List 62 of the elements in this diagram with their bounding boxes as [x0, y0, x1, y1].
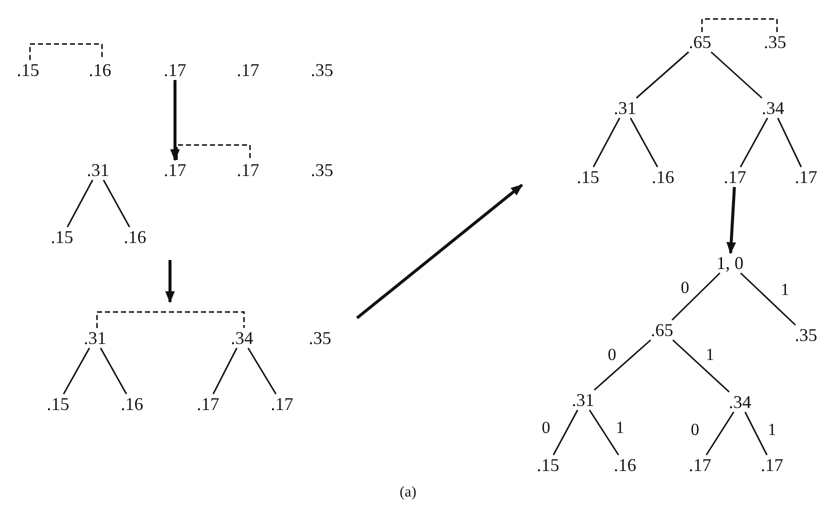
tree-branch-line [66, 180, 94, 228]
tree-branch-line [672, 339, 730, 393]
tree-node-value: .17 [236, 160, 260, 180]
tree-branch-line [740, 272, 796, 326]
tree-node-value: .34 [728, 392, 752, 412]
tree-node-value: .31 [86, 160, 110, 180]
tree-node-value: .16 [612, 455, 638, 475]
arrow [170, 80, 180, 162]
tree-node-value: .34 [230, 328, 254, 348]
tree-node-value: .65 [650, 320, 674, 340]
tree-node-value: .17 [270, 394, 294, 414]
tree-branch-line [672, 272, 720, 321]
tree-node-value: .35 [310, 60, 334, 80]
tree-branch-line [594, 339, 652, 391]
tree-node-value: .31 [82, 328, 108, 348]
dashed-bracket [176, 144, 251, 160]
tree-node-value: .17 [196, 394, 220, 414]
dashed-bracket [701, 18, 778, 32]
tree-node-value: .31 [612, 98, 638, 118]
arrow [726, 186, 736, 254]
tree-branch-line [212, 348, 238, 394]
tree-branch-line [706, 412, 734, 456]
tree-node-value: .17 [794, 167, 818, 187]
tree-node-value: .16 [650, 167, 676, 187]
tree-node-value: .17 [760, 455, 784, 475]
tree-node-value: .17 [722, 167, 748, 187]
tree-branch-line [552, 410, 578, 456]
tree-node-value: .35 [762, 32, 788, 52]
tree-branch-line [740, 118, 768, 168]
tree-node-value: .17 [162, 160, 188, 180]
caption: (a) [400, 484, 416, 502]
tree-node-value: .16 [88, 60, 112, 80]
tree-node-value: .35 [794, 325, 818, 345]
tree-node-value: .17 [162, 60, 188, 80]
tree-node-value: .65 [688, 32, 712, 52]
tree-node-value: .16 [122, 227, 148, 247]
tree-branch-line [62, 348, 90, 394]
tree-branch-line [744, 412, 768, 456]
tree-node-value: .17 [236, 60, 260, 80]
tree-branch-line [777, 118, 802, 168]
tree-branch-line [247, 348, 277, 394]
tree-node-value: .35 [308, 328, 332, 348]
tree-node-value: .16 [120, 394, 144, 414]
tree-branch-line [710, 51, 762, 99]
dashed-bracket [29, 43, 103, 60]
tree-node-value: .17 [688, 455, 712, 475]
tree-node-value: .15 [576, 167, 600, 187]
dashed-bracket [96, 311, 245, 328]
tree-node-value: .15 [536, 455, 560, 475]
tree-branch-line [102, 180, 130, 228]
tree-node-value: .31 [570, 390, 596, 410]
tree-branch-line [592, 118, 620, 168]
tree-node-value: .15 [46, 394, 70, 414]
tree-branch-line [630, 118, 658, 168]
tree-node-value: .34 [760, 98, 786, 118]
tree-branch-line [636, 51, 690, 99]
tree-branch-line [588, 410, 620, 456]
tree-branch-line [100, 348, 128, 394]
tree-node-value: .15 [16, 60, 40, 80]
tree-node-value: 1, 0 [716, 253, 744, 273]
tree-node-value: .35 [310, 160, 334, 180]
tree-node-value: .15 [50, 227, 74, 247]
